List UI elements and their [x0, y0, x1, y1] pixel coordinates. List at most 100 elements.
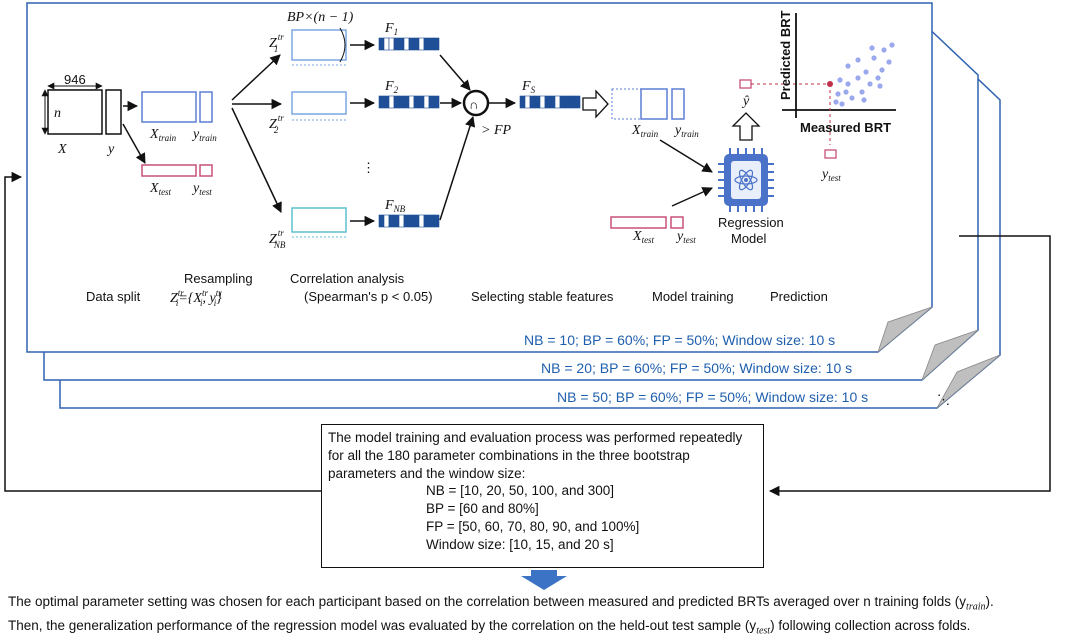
feature-cell: [393, 214, 400, 228]
fs-vector: [519, 95, 581, 109]
feature-cell: [393, 37, 400, 51]
feature-cell: [388, 95, 395, 109]
feature-cell: [534, 95, 541, 109]
y-hat-label: ŷ: [741, 94, 750, 109]
znb-sample: [291, 207, 347, 238]
intersection-node: [462, 89, 490, 117]
arrow-test-to-model: [671, 187, 713, 207]
feature-cell: [433, 95, 440, 109]
x-train-box: [141, 91, 197, 123]
selected-train-data: [611, 88, 685, 120]
feature-cell: [383, 214, 390, 228]
feature-cell: [413, 37, 420, 51]
data-matrix: [41, 82, 103, 135]
scatter-point: [845, 81, 851, 87]
model-x-test-box: [610, 216, 667, 229]
plot-xlabel: Measured BRT: [800, 120, 891, 135]
feature-cell: [408, 214, 415, 228]
feature-cell: [383, 37, 390, 51]
process-description: The model training and evaluation proces…: [328, 430, 743, 481]
feature-cell: [559, 95, 566, 109]
scatter-point: [839, 101, 845, 107]
feature-cell: [433, 37, 440, 51]
highlighted-point: [827, 81, 833, 87]
scatter-point: [871, 55, 877, 61]
feature-cell: [398, 214, 405, 228]
param-window: Window size: [10, 15, and 20 s]: [426, 536, 614, 552]
regression-model-line1: Regression: [718, 215, 784, 230]
loop-arrow-left: [4, 171, 321, 492]
arrow-to-z1: [231, 54, 281, 101]
n-label: n: [54, 106, 61, 121]
f1-vector: [378, 37, 440, 51]
model-y-test-box: [670, 216, 684, 229]
feature-cell: [378, 214, 385, 228]
feature-cell: [408, 37, 415, 51]
scatter-point: [886, 59, 892, 65]
y-train-box: [199, 91, 213, 123]
f2-vector: [378, 95, 440, 109]
y-train-label: ytrain: [191, 127, 217, 143]
feature-cell: [398, 95, 405, 109]
feature-cell: [403, 37, 410, 51]
feature-cell: [529, 95, 536, 109]
feature-cell: [413, 214, 420, 228]
plot-y-test-label: ytest: [820, 167, 841, 183]
feature-cell: [378, 95, 385, 109]
scatter-point: [875, 75, 881, 81]
scatter-point: [859, 89, 865, 95]
bp-label: BP×(n − 1): [287, 10, 354, 25]
param-nb: NB = [10, 20, 50, 100, and 300]: [426, 483, 615, 499]
scatter-point: [833, 99, 839, 105]
y-hat-box: [739, 79, 752, 89]
feature-cell: [403, 214, 410, 228]
feature-cell: [433, 214, 440, 228]
arrow-train-to-model: [659, 139, 713, 173]
caption-line-1: The optimal parameter setting was chosen…: [8, 594, 994, 613]
arrow-to-znb: [231, 107, 282, 213]
feature-cell: [403, 95, 410, 109]
arrow-fnb-intersect: [439, 116, 476, 221]
feature-cell: [539, 95, 546, 109]
feature-cell: [413, 95, 420, 109]
scatter-point: [879, 67, 885, 73]
panel-3-params: NB = 50; BP = 60%; FP = 50%; Window size…: [557, 389, 868, 405]
z1-sample: [291, 27, 347, 66]
vertical-ellipsis: ⋮: [362, 160, 375, 175]
x-train-label: Xtrain: [149, 127, 177, 143]
fs-label: FS: [521, 79, 536, 95]
loop-arrow-right: [768, 235, 1051, 497]
scatter-point: [849, 95, 855, 101]
stage-prediction: Prediction: [770, 289, 828, 304]
y-test-box: [199, 164, 213, 177]
feature-cell: [428, 95, 435, 109]
fp-threshold: > FP: [481, 123, 511, 138]
stage-model-training: Model training: [652, 289, 734, 304]
regression-model-line2: Model: [731, 231, 767, 246]
feature-cell: [418, 37, 425, 51]
feature-cell: [398, 37, 405, 51]
scatter-point: [837, 77, 843, 83]
scatter-point: [869, 45, 875, 51]
feature-cell: [378, 37, 385, 51]
feature-cell: [544, 95, 551, 109]
f1-label: F1: [384, 21, 398, 37]
intersection-symbol: ∩: [469, 97, 478, 112]
panel-1: [26, 2, 933, 354]
sel-y-train-label: ytrain: [673, 123, 699, 139]
plot-y-test-box: [824, 149, 837, 159]
regression-model-icon: [718, 148, 774, 212]
feature-cell: [408, 95, 415, 109]
feature-cell: [388, 214, 395, 228]
feature-cell: [418, 214, 425, 228]
sel-x-train-label: Xtrain: [631, 123, 659, 139]
scatter-point: [835, 91, 841, 97]
feature-cell: [569, 95, 576, 109]
fnb-label: FNB: [384, 198, 406, 214]
scatter-point: [867, 81, 873, 87]
